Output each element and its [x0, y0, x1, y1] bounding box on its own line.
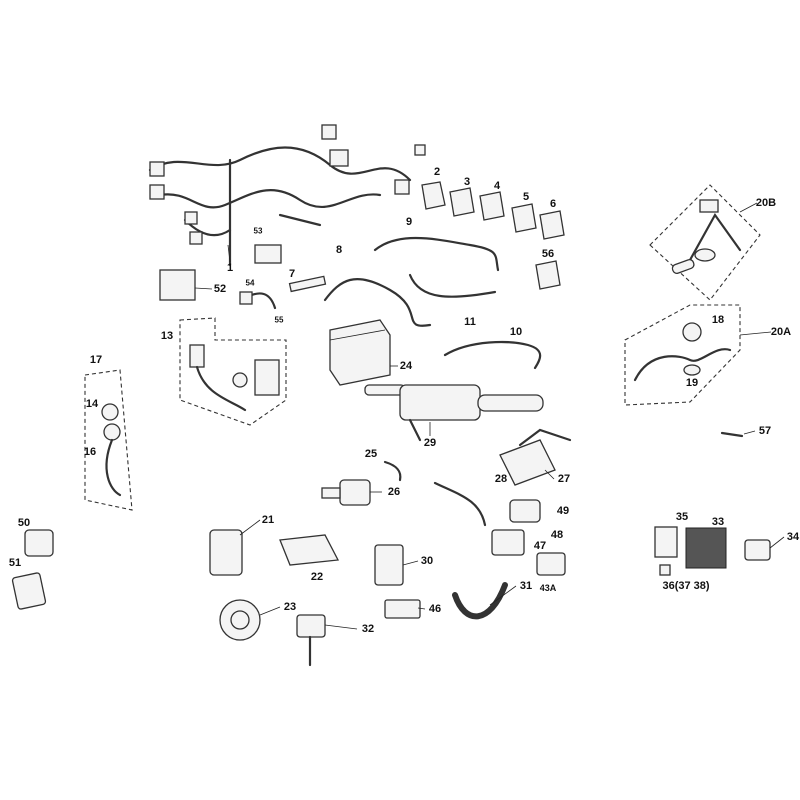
callout-20a[interactable]: 20A: [770, 326, 792, 338]
callout-13[interactable]: 13: [160, 330, 174, 342]
part-30[interactable]: [374, 544, 404, 586]
part-14[interactable]: [101, 403, 119, 421]
callout-9[interactable]: 9: [405, 216, 413, 228]
part-25[interactable]: [383, 460, 402, 482]
part-43a[interactable]: [536, 552, 566, 576]
callout-28[interactable]: 28: [494, 473, 508, 485]
callout-10[interactable]: 10: [509, 326, 523, 338]
callout-54[interactable]: 54: [245, 278, 255, 288]
callout-23[interactable]: 23: [283, 601, 297, 613]
cable-8[interactable]: [323, 278, 432, 327]
cable-10[interactable]: [443, 340, 542, 370]
callout-30[interactable]: 30: [420, 555, 434, 567]
part-13[interactable]: [189, 344, 205, 368]
callout-1[interactable]: 1: [226, 262, 234, 274]
part-50[interactable]: [24, 529, 54, 557]
part-16[interactable]: [105, 438, 122, 497]
handlebar-switch[interactable]: [364, 384, 544, 442]
callout-4[interactable]: 4: [493, 180, 501, 192]
callout-5[interactable]: 5: [522, 191, 530, 203]
callout-11[interactable]: 11: [464, 316, 476, 328]
callout-56[interactable]: 56: [541, 248, 555, 260]
part-20b[interactable]: [699, 199, 719, 213]
callout-33[interactable]: 33: [711, 516, 725, 528]
part-21[interactable]: [209, 529, 243, 576]
callout-29[interactable]: 29: [423, 437, 437, 449]
battery[interactable]: [329, 319, 391, 386]
part-32[interactable]: [296, 614, 326, 638]
part-26[interactable]: [339, 479, 371, 506]
part-35[interactable]: [654, 526, 678, 558]
part-22[interactable]: [279, 534, 340, 566]
part-34[interactable]: [744, 539, 771, 561]
callout-43a[interactable]: 43A: [539, 583, 557, 593]
part-27[interactable]: [499, 439, 556, 486]
callout-17[interactable]: 17: [89, 354, 103, 366]
part-52[interactable]: [159, 269, 196, 301]
callout-57[interactable]: 57: [758, 425, 772, 437]
callout-24[interactable]: 24: [399, 360, 413, 372]
callout-49[interactable]: 49: [556, 505, 570, 517]
callout-19[interactable]: 19: [685, 377, 699, 389]
part-47[interactable]: [491, 529, 525, 556]
cable-9[interactable]: [373, 236, 500, 272]
callout-52[interactable]: 52: [213, 283, 227, 295]
callout-50[interactable]: 50: [17, 517, 31, 529]
relays[interactable]: [421, 181, 565, 290]
callout-55[interactable]: 55: [274, 315, 284, 325]
callout-22[interactable]: 22: [310, 571, 324, 583]
callout-36-37-38[interactable]: 36(37 38): [662, 580, 710, 592]
callout-34[interactable]: 34: [786, 531, 800, 543]
part-31[interactable]: [452, 582, 508, 620]
callout-27[interactable]: 27: [557, 473, 571, 485]
callout-6[interactable]: 6: [549, 198, 557, 210]
callout-32[interactable]: 32: [361, 623, 375, 635]
part-18[interactable]: [682, 322, 702, 342]
part-46[interactable]: [384, 599, 421, 619]
callout-21[interactable]: 21: [261, 514, 275, 526]
callout-26[interactable]: 26: [387, 486, 401, 498]
callout-47[interactable]: 47: [533, 540, 547, 552]
part-51[interactable]: [11, 572, 47, 610]
cable-11[interactable]: [408, 273, 497, 298]
callout-53[interactable]: 53: [253, 226, 263, 236]
part-48[interactable]: [509, 499, 541, 523]
callout-20b[interactable]: 20B: [755, 197, 777, 209]
callout-14[interactable]: 14: [85, 398, 99, 410]
part-19[interactable]: [683, 364, 701, 376]
callout-31[interactable]: 31: [519, 580, 533, 592]
callout-25[interactable]: 25: [364, 448, 378, 460]
callout-51[interactable]: 51: [8, 557, 22, 569]
callout-48[interactable]: 48: [550, 529, 564, 541]
part-57[interactable]: [720, 431, 744, 438]
callout-18[interactable]: 18: [711, 314, 725, 326]
callout-8[interactable]: 8: [335, 244, 343, 256]
part-33-regulator[interactable]: [685, 527, 727, 569]
wiring-harness[interactable]: [148, 124, 426, 267]
part-28[interactable]: [433, 481, 487, 527]
callout-16[interactable]: 16: [83, 446, 97, 458]
part-53[interactable]: [254, 244, 282, 264]
callout-7[interactable]: 7: [288, 268, 296, 280]
callout-35[interactable]: 35: [675, 511, 689, 523]
callout-3[interactable]: 3: [463, 176, 471, 188]
callout-46[interactable]: 46: [428, 603, 442, 615]
callout-2[interactable]: 2: [433, 166, 441, 178]
part-36[interactable]: [659, 564, 671, 576]
part-7[interactable]: [288, 275, 327, 293]
